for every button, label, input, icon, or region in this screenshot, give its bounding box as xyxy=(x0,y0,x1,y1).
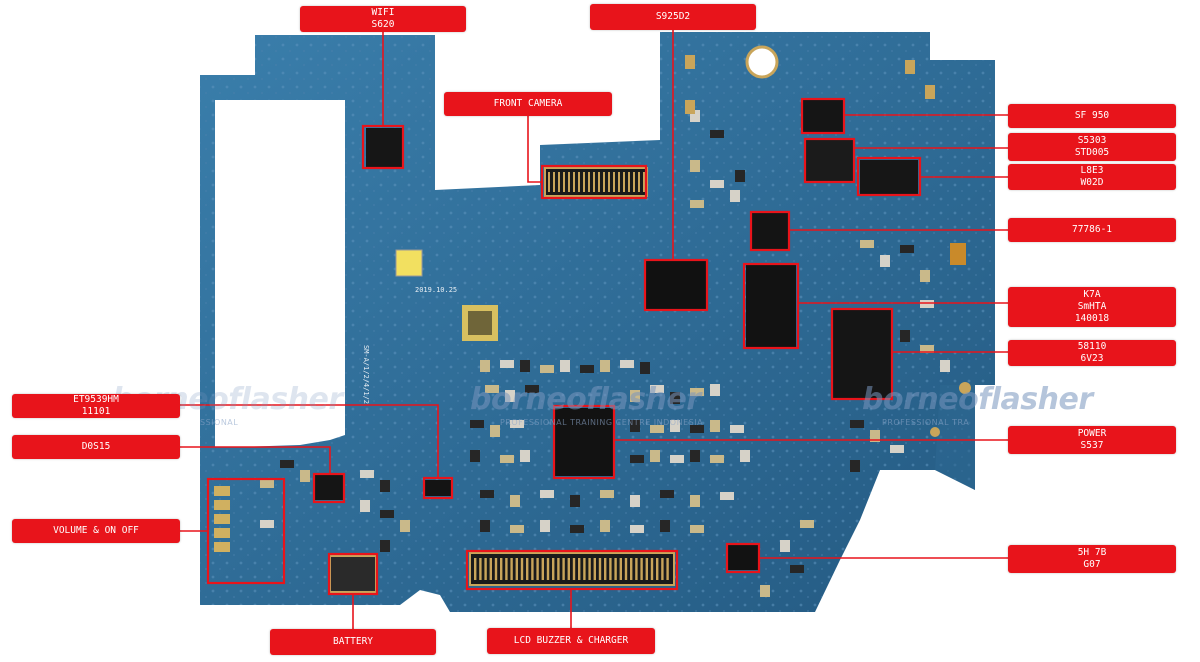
label-line: W02D xyxy=(1080,177,1104,188)
highlight-box-s925d2 xyxy=(643,258,709,312)
label-s925d2: S925D2 xyxy=(590,4,756,30)
watermark-logo-right: borneoflasher xyxy=(862,382,1093,417)
label-line: FRONT CAMERA xyxy=(493,98,563,109)
highlight-box-s5303 xyxy=(803,137,856,184)
label-front-camera: FRONT CAMERA xyxy=(444,92,612,116)
label-volume: VOLUME & ON OFF xyxy=(12,519,180,543)
label-line: 58110 xyxy=(1077,341,1107,352)
label-line: L8E3 xyxy=(1080,165,1104,176)
label-line: G07 xyxy=(1083,559,1101,570)
label-line: SF 950 xyxy=(1074,110,1110,121)
highlight-box-k7a xyxy=(742,262,800,350)
label-line: LCD BUZZER & CHARGER xyxy=(513,635,629,646)
pcb-texture xyxy=(200,32,995,612)
label-line: BATTERY xyxy=(332,636,374,647)
highlight-box-58110 xyxy=(830,307,894,401)
label-lcd: LCD BUZZER & CHARGER xyxy=(487,628,655,654)
label-line: 140018 xyxy=(1074,313,1110,324)
board-date-print: 2019.10.25 xyxy=(415,286,457,294)
watermark-tagline-center: PROFESSIONAL TRAINING CENTRE INDONESIA xyxy=(500,418,704,427)
leader-line-front-camera xyxy=(527,116,542,183)
svg-text:SM-A/1/2/4/1/2: SM-A/1/2/4/1/2 xyxy=(362,345,370,404)
label-sf950: SF 950 xyxy=(1008,104,1176,128)
label-77786: 77786-1 xyxy=(1008,218,1176,242)
label-line: 77786-1 xyxy=(1071,224,1113,235)
label-line: S620 xyxy=(371,19,395,30)
label-line: 6V23 xyxy=(1080,353,1104,364)
highlight-box-sf950 xyxy=(800,97,846,135)
leader-line-d0s15 xyxy=(180,446,331,474)
leader-lines xyxy=(180,30,1008,629)
label-line: 5H 7B xyxy=(1077,547,1107,558)
label-battery: BATTERY xyxy=(270,629,436,655)
label-d0s15: D0S15 xyxy=(12,435,180,459)
highlight-box-power xyxy=(552,404,616,480)
label-line: WIFI xyxy=(371,7,395,18)
mounting-hole xyxy=(745,45,779,79)
watermark-tagline-right: PROFESSIONAL TRA xyxy=(882,418,970,427)
label-line: S537 xyxy=(1080,440,1104,451)
components xyxy=(214,55,966,597)
highlight-box-lcd xyxy=(465,549,679,591)
label-line: S5303 xyxy=(1077,135,1107,146)
watermark-tagline-left: SSIONAL xyxy=(200,418,239,427)
label-line: D0S15 xyxy=(81,441,111,452)
highlight-layer xyxy=(206,97,922,596)
label-line: S925D2 xyxy=(655,11,691,22)
label-line: SmHTA xyxy=(1077,301,1107,312)
watermark-logo-center: borneoflasher xyxy=(470,382,701,417)
label-line: POWER xyxy=(1077,428,1107,439)
pcb-cutout xyxy=(215,100,345,447)
label-line: ET9539HM xyxy=(73,394,119,405)
leader-line-et9539hm xyxy=(180,404,439,478)
label-line: STD005 xyxy=(1074,147,1110,158)
label-line: K7A xyxy=(1083,289,1101,300)
label-line: VOLUME & ON OFF xyxy=(53,525,139,536)
highlight-box-d0s15 xyxy=(312,472,346,504)
highlight-box-77786 xyxy=(749,210,791,252)
label-line: 11101 xyxy=(81,406,111,417)
